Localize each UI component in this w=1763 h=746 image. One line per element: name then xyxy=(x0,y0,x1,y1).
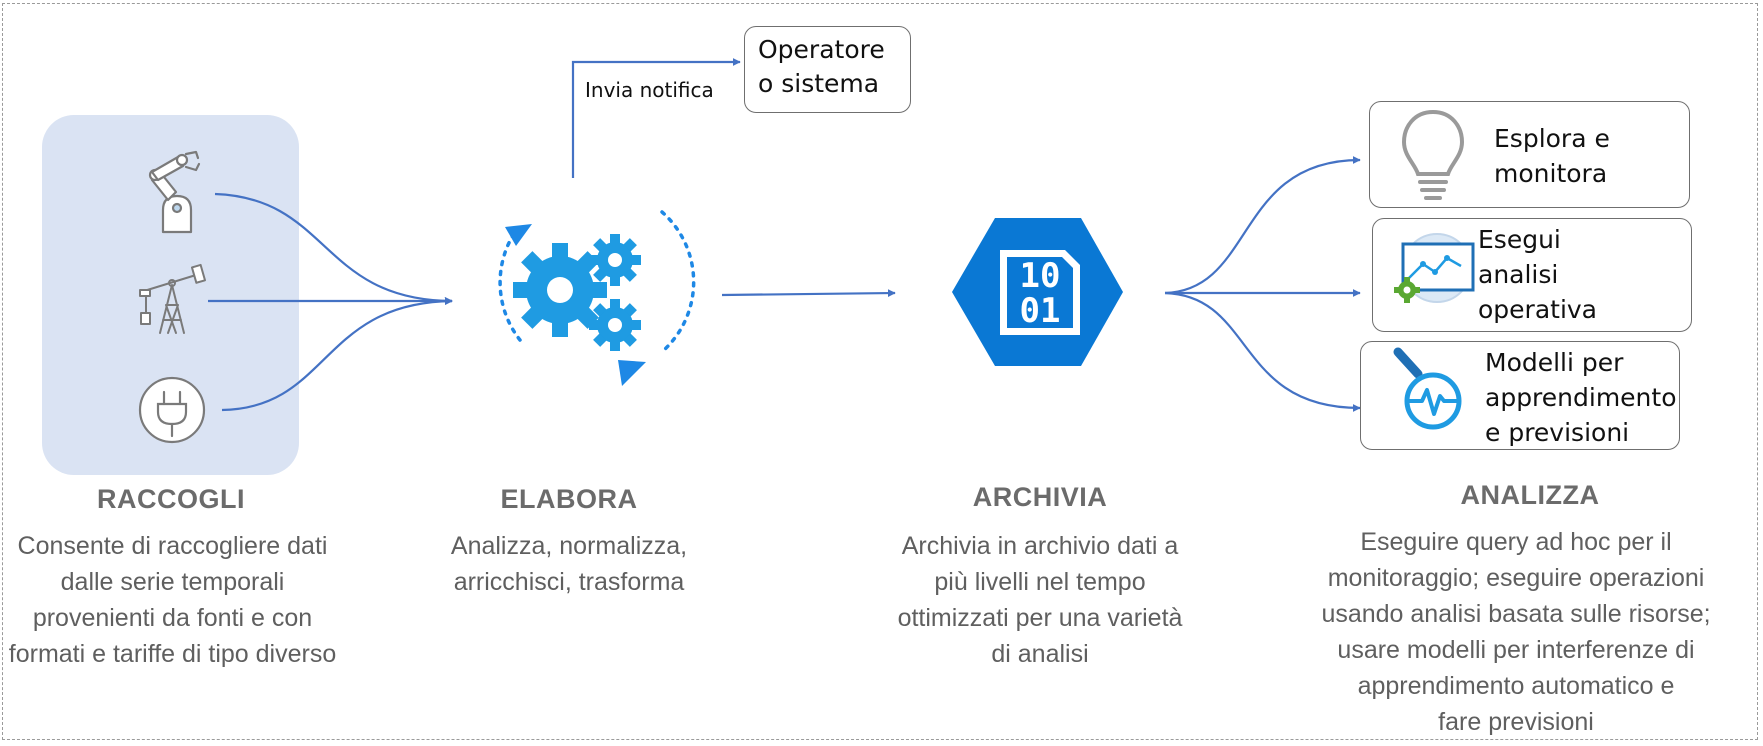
stage-desc-store: Archivia in archivio dati a più livelli … xyxy=(897,532,1183,668)
storage-digits-line2: 01 xyxy=(1020,291,1061,331)
stage-desc-process: Analizza, normalizza, arricchisci, trasf… xyxy=(450,532,688,596)
stage-title-store: ARCHIVIA xyxy=(972,482,1108,512)
stage-desc-collect: Consente di raccogliere dati dalle serie… xyxy=(8,532,337,668)
stage-title-collect: RACCOGLI xyxy=(97,484,245,514)
output-label-explore: Esplora e monitora xyxy=(1494,124,1610,188)
gears-icon xyxy=(513,234,641,351)
notification-arrow xyxy=(571,58,741,178)
output-label-models: Modelli per apprendimento e previsioni xyxy=(1485,348,1677,447)
magnifier-pulse-icon xyxy=(1393,347,1462,430)
stage-title-process: ELABORA xyxy=(500,484,638,514)
storage-hexagon-icon: 10 01 xyxy=(952,218,1123,366)
output-label-operative: Esegui analisi operativa xyxy=(1478,225,1598,324)
output-arrow-1 xyxy=(1164,156,1361,295)
output-arrow-3 xyxy=(1164,291,1361,412)
diagram-frame xyxy=(2,3,1758,740)
stage-title-analyze: ANALIZZA xyxy=(1460,480,1600,510)
process-to-store-arrow xyxy=(721,289,896,298)
chart-monitor-icon xyxy=(1394,233,1475,303)
source-arrow-1 xyxy=(214,192,453,305)
storage-digits-line1: 10 xyxy=(1020,256,1061,296)
oil-pump-icon xyxy=(139,263,207,334)
cycle-arrows-icon xyxy=(498,210,696,386)
power-plug-icon xyxy=(138,376,206,444)
lightbulb-icon xyxy=(1401,109,1465,200)
source-arrow-3 xyxy=(221,297,453,412)
stage-desc-analyze: Eseguire query ad hoc per il monitoraggi… xyxy=(1321,528,1711,736)
operator-box xyxy=(744,26,911,113)
operator-label: Operatore o sistema xyxy=(758,35,885,98)
robot-arm-icon xyxy=(148,150,201,234)
notification-label: Invia notifica xyxy=(585,78,714,102)
